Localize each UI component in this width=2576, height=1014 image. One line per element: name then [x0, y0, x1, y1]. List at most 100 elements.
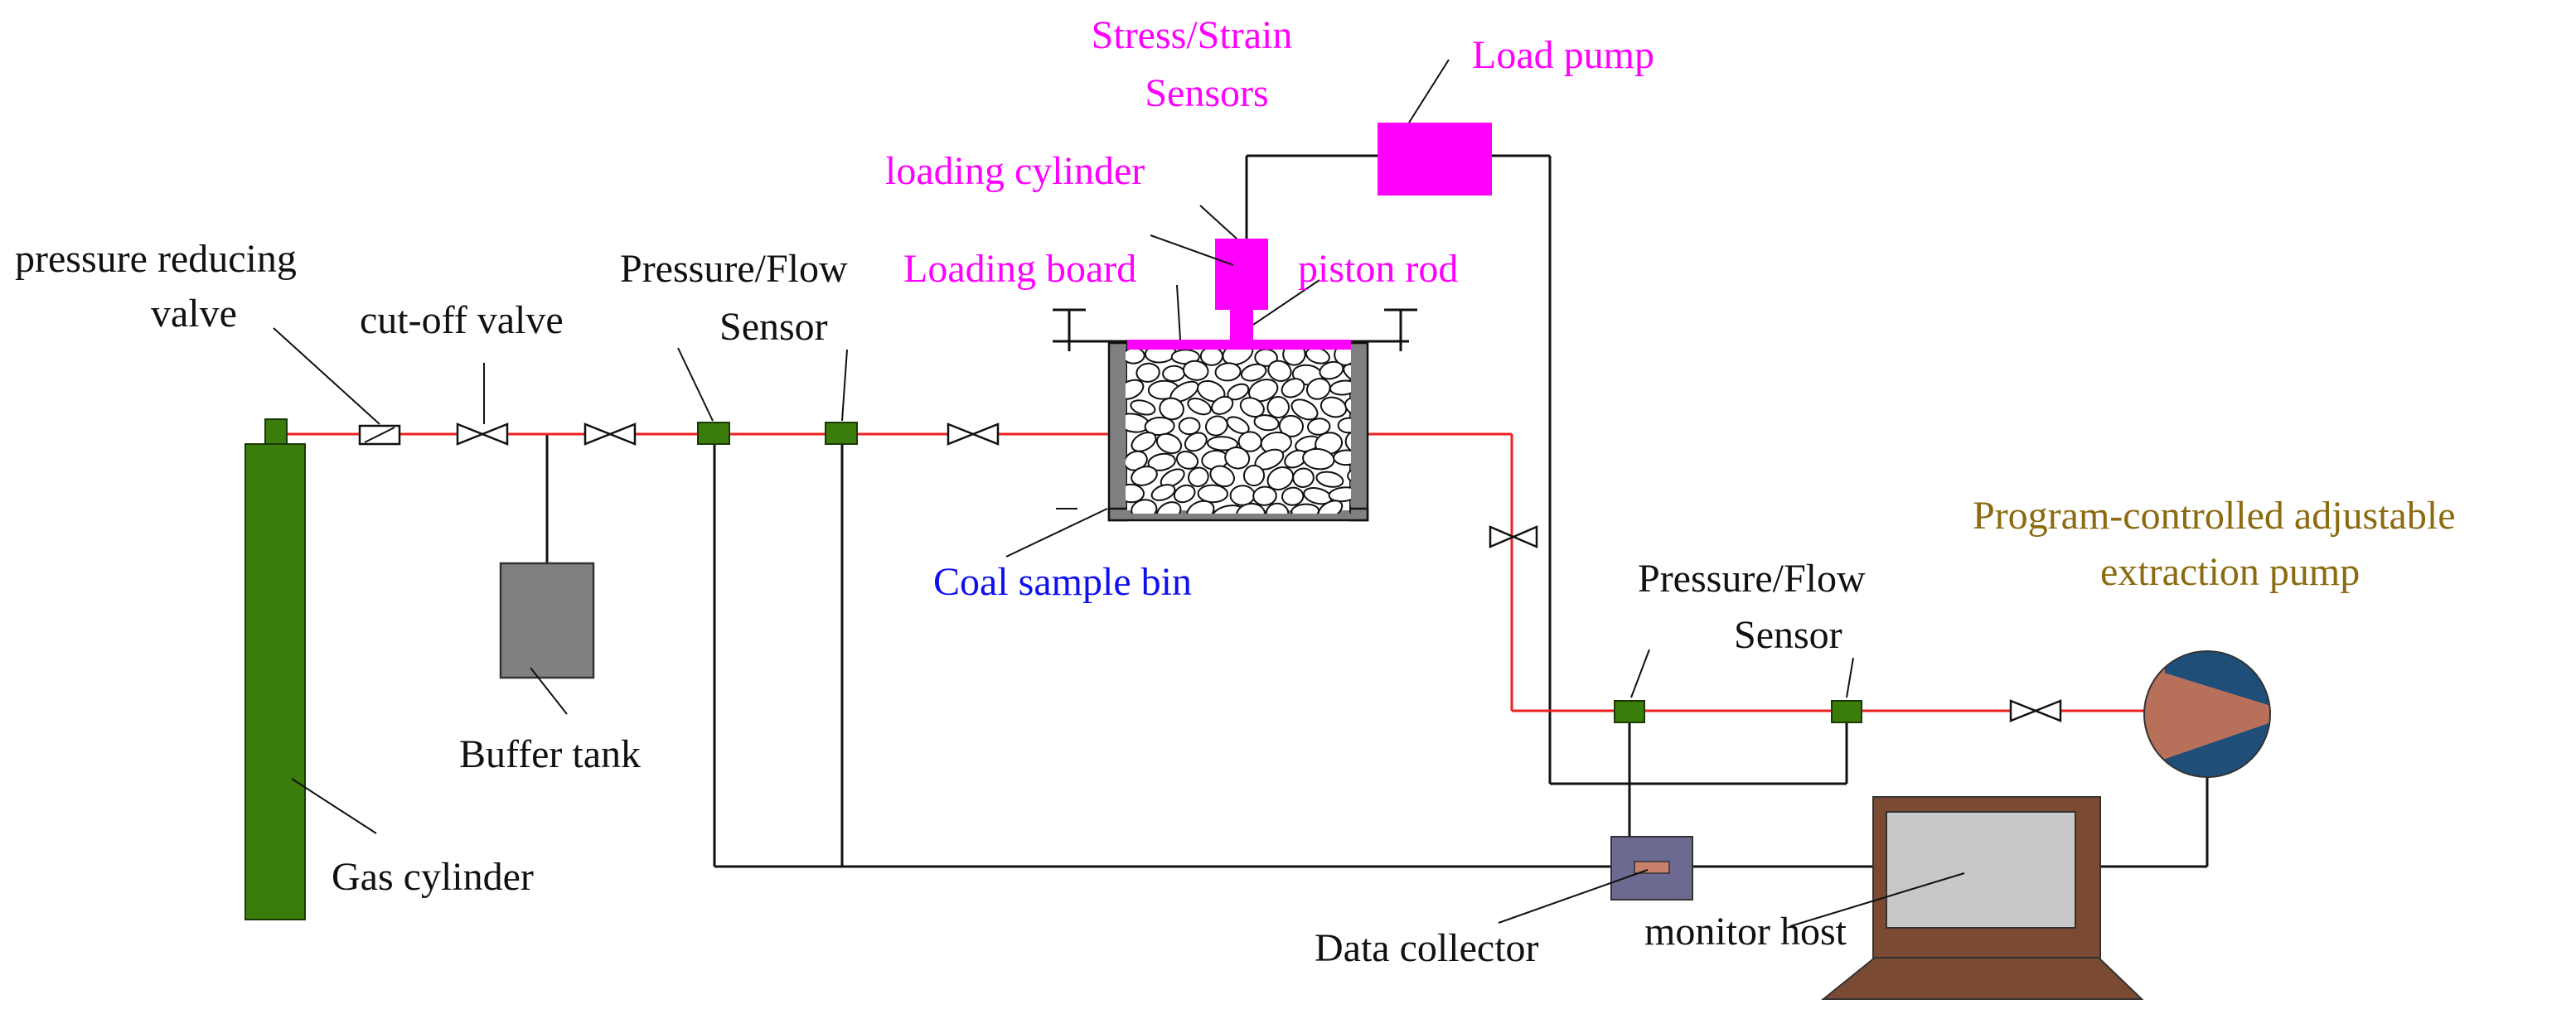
coal-piece	[1267, 360, 1292, 382]
coal-piece	[1188, 466, 1209, 488]
coal-piece	[1252, 485, 1277, 506]
pressure-reducing-valve-label: valve	[151, 292, 237, 336]
coal-piece	[1197, 484, 1228, 504]
data-collector-icon	[1610, 836, 1693, 901]
sensor-icon	[697, 422, 730, 445]
coal-piece	[1337, 417, 1351, 434]
labels: Stress/Strain Sensors Load pump loading …	[15, 13, 2456, 970]
coal-piece	[1199, 346, 1223, 366]
buffer-tank-label: Buffer tank	[459, 732, 641, 776]
loading-board-icon	[1127, 340, 1351, 350]
stress-strain-sensors-label: Sensors	[1145, 71, 1268, 115]
coal-piece	[1253, 414, 1280, 432]
coal-piece	[1307, 418, 1331, 436]
coal-piece	[1229, 485, 1256, 506]
coal-piece	[1184, 432, 1208, 452]
coal-piece	[1155, 432, 1183, 455]
coal-piece	[1265, 502, 1290, 514]
coal-piece	[1329, 379, 1351, 396]
coal-piece	[1240, 363, 1267, 382]
loading-board-label: Loading board	[903, 247, 1136, 291]
coal-piece	[1347, 466, 1351, 483]
coal-piece	[1162, 365, 1186, 383]
coal-piece	[1333, 449, 1351, 466]
coal-piece	[1224, 447, 1251, 470]
coal-piece	[1160, 468, 1185, 488]
coal-piece	[1242, 464, 1266, 487]
coal-piece	[1292, 467, 1315, 488]
coal-piece	[1186, 500, 1215, 514]
monitor-host-label: monitor host	[1644, 910, 1847, 954]
coal-piece	[1173, 484, 1196, 504]
pressure-reducing-valve-label: pressure reducing	[15, 237, 297, 281]
cut-off-valve-label: cut-off valve	[360, 298, 564, 342]
coal-piece	[1175, 451, 1199, 470]
coal-piece	[1126, 379, 1145, 400]
coal-piece	[1236, 503, 1266, 514]
coal-piece	[1226, 416, 1250, 434]
coal-piece	[1278, 414, 1304, 437]
coal-piece	[1266, 466, 1295, 490]
extraction-pump-icon	[2143, 650, 2271, 778]
coal-piece	[1131, 466, 1158, 486]
coal-piece	[1178, 417, 1201, 436]
piston-rod-label: piston rod	[1298, 247, 1458, 291]
coal-piece	[1317, 500, 1344, 514]
data-collector-label: Data collector	[1315, 926, 1539, 970]
coal-piece	[1147, 452, 1176, 471]
monitor-icon	[1821, 796, 2144, 1000]
coal-piece	[1135, 362, 1160, 383]
coal-piece	[1344, 396, 1351, 419]
coal-piece	[1131, 499, 1158, 514]
coal-piece	[1266, 395, 1290, 419]
coal-piece	[1131, 432, 1157, 452]
load-pump-label: Load pump	[1472, 33, 1654, 77]
coal-piece	[1281, 378, 1305, 398]
extraction-pump-label: extraction pump	[2100, 550, 2360, 594]
coal-piece	[1305, 378, 1331, 400]
sensor-icon	[1614, 700, 1645, 723]
pressure-reducing-valve-icon	[358, 424, 401, 446]
coal-piece	[1182, 360, 1209, 381]
coal-piece	[1207, 436, 1238, 451]
stress-strain-sensors-label: Stress/Strain	[1092, 13, 1293, 57]
coal-piece	[1315, 471, 1344, 488]
loading-cylinder-label: loading cylinder	[885, 149, 1145, 193]
coal-piece	[1150, 484, 1176, 501]
coal-piece	[1349, 503, 1351, 514]
valve-3-icon	[947, 422, 1000, 446]
coal-piece	[1209, 465, 1235, 488]
coal-piece	[1214, 362, 1242, 382]
coal-piece	[1248, 379, 1279, 403]
valve-2-icon	[583, 422, 637, 446]
cut-off-valve-icon	[456, 422, 509, 446]
gas-cylinder-icon	[245, 418, 306, 920]
load-pump-icon	[1378, 123, 1492, 196]
leader-lines	[273, 59, 1965, 927]
signal-lines	[545, 154, 2209, 868]
coal-sample-bin-label: Coal sample bin	[933, 560, 1192, 604]
coal-piece	[1290, 398, 1319, 421]
coal-piece	[1239, 397, 1265, 418]
sensor-icon	[1831, 700, 1862, 723]
coal-piece	[1211, 395, 1234, 415]
coal-sample-bin-icon	[1107, 341, 1369, 522]
coal-piece	[1126, 347, 1145, 365]
coal-piece	[1344, 430, 1351, 453]
pressure-flow-sensor-label: Sensor	[1734, 613, 1842, 657]
gas-cylinder-label: Gas cylinder	[332, 855, 534, 899]
coal-piece	[1126, 483, 1145, 504]
coal-piece	[1281, 486, 1305, 506]
coal-piece	[1319, 360, 1344, 380]
pressure-flow-sensor-label: Pressure/Flow	[1638, 557, 1866, 601]
pressure-flow-sensor-label: Sensor	[719, 305, 828, 349]
pressure-flow-sensor-label: Pressure/Flow	[620, 247, 848, 291]
sensor-icon	[825, 422, 858, 445]
coal-piece	[1156, 501, 1182, 514]
piston-rod-icon	[1230, 308, 1253, 341]
loading-cylinder-icon	[1215, 239, 1268, 310]
coal-piece	[1319, 396, 1348, 418]
coal-piece	[1343, 363, 1351, 384]
